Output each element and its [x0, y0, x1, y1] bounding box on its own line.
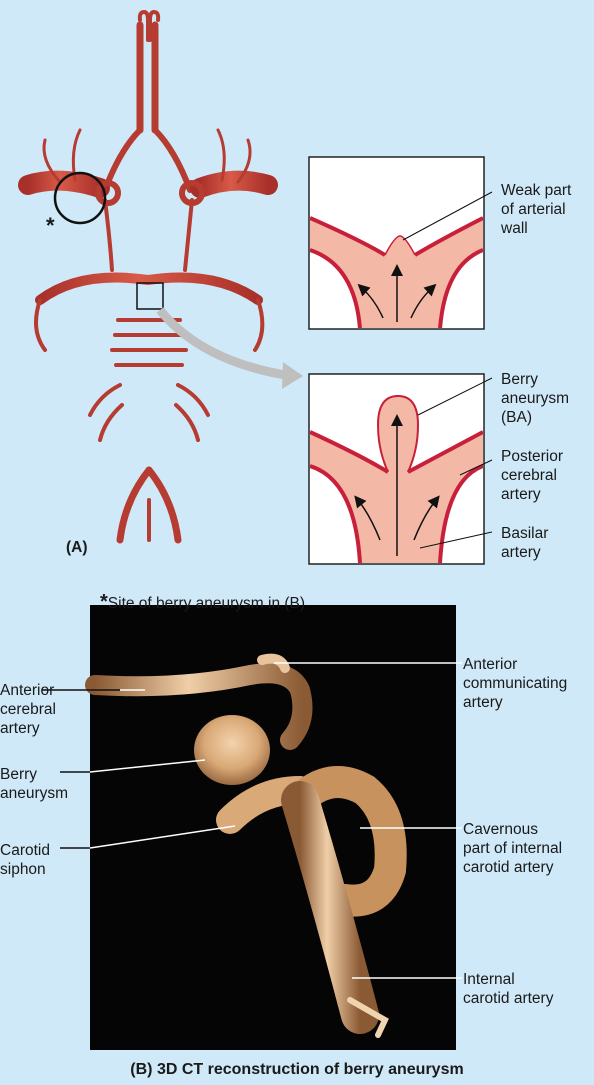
- label-internal-carotid-artery: Internal carotid artery: [463, 970, 553, 1008]
- label-berry-aneurysm: Berry aneurysm: [0, 765, 68, 803]
- inset-berry-aneurysm: [309, 374, 492, 564]
- footnote-text: Site of berry aneurysm in (B): [108, 595, 305, 612]
- panel-b-caption: (B) 3D CT reconstruction of berry aneury…: [0, 1060, 594, 1079]
- asterisk-marker: *: [46, 216, 55, 235]
- label-anterior-communicating-artery: Anterior communicating artery: [463, 655, 567, 712]
- label-cavernous-part: Cavernous part of internal carotid arter…: [463, 820, 562, 877]
- label-anterior-cerebral-artery: Anterior cerebral artery: [0, 681, 56, 738]
- inset-weak-wall: [309, 157, 492, 329]
- label-carotid-siphon: Carotid siphon: [0, 841, 50, 879]
- circle-of-willis-illustration: [28, 12, 268, 540]
- callout-berry-aneurysm-ba: Berry aneurysm (BA): [501, 370, 569, 427]
- footnote-asterisk: *: [100, 591, 108, 613]
- footnote: *Site of berry aneurysm in (B): [100, 574, 305, 613]
- callout-weak-wall: Weak part of arterial wall: [501, 181, 571, 238]
- panel-a-label: (A): [66, 538, 88, 557]
- callout-posterior-cerebral-artery: Posterior cerebral artery: [501, 447, 563, 504]
- callout-basilar-artery: Basilar artery: [501, 524, 548, 562]
